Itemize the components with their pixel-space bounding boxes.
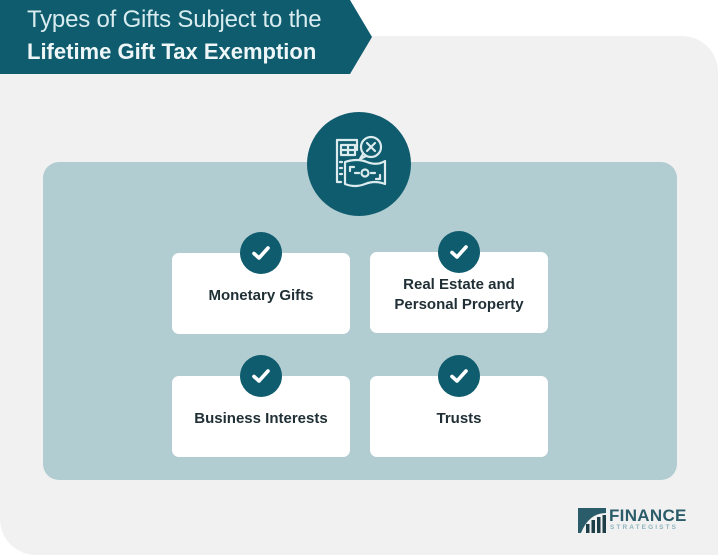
gift-card-label: Monetary Gifts bbox=[208, 286, 314, 304]
title-banner: Types of Gifts Subject to the Lifetime G… bbox=[0, 0, 372, 74]
check-badge bbox=[240, 232, 282, 274]
check-badge bbox=[438, 355, 480, 397]
logo-subtitle: STRATEGISTS bbox=[610, 524, 679, 531]
check-icon bbox=[450, 245, 468, 259]
check-icon bbox=[252, 369, 270, 383]
title-line-1: Types of Gifts Subject to the bbox=[27, 6, 322, 33]
money-document-cancel-icon bbox=[335, 135, 387, 188]
finance-strategists-logo: FINANCE STRATEGISTS bbox=[577, 506, 687, 534]
gift-card-business: Business Interests bbox=[172, 376, 350, 457]
check-badge bbox=[438, 231, 480, 273]
logo-bars-icon bbox=[578, 508, 606, 533]
gift-card-label: Business Interests bbox=[194, 409, 328, 427]
check-icon bbox=[450, 369, 468, 383]
hub-circle bbox=[307, 112, 411, 216]
check-icon bbox=[252, 246, 270, 260]
gift-card-label: Real Estate and Personal Property bbox=[394, 275, 524, 313]
title-line-2: Lifetime Gift Tax Exemption bbox=[27, 39, 317, 64]
gift-card-label: Trusts bbox=[436, 409, 482, 427]
logo-name: FINANCE bbox=[609, 506, 687, 525]
check-badge bbox=[240, 355, 282, 397]
